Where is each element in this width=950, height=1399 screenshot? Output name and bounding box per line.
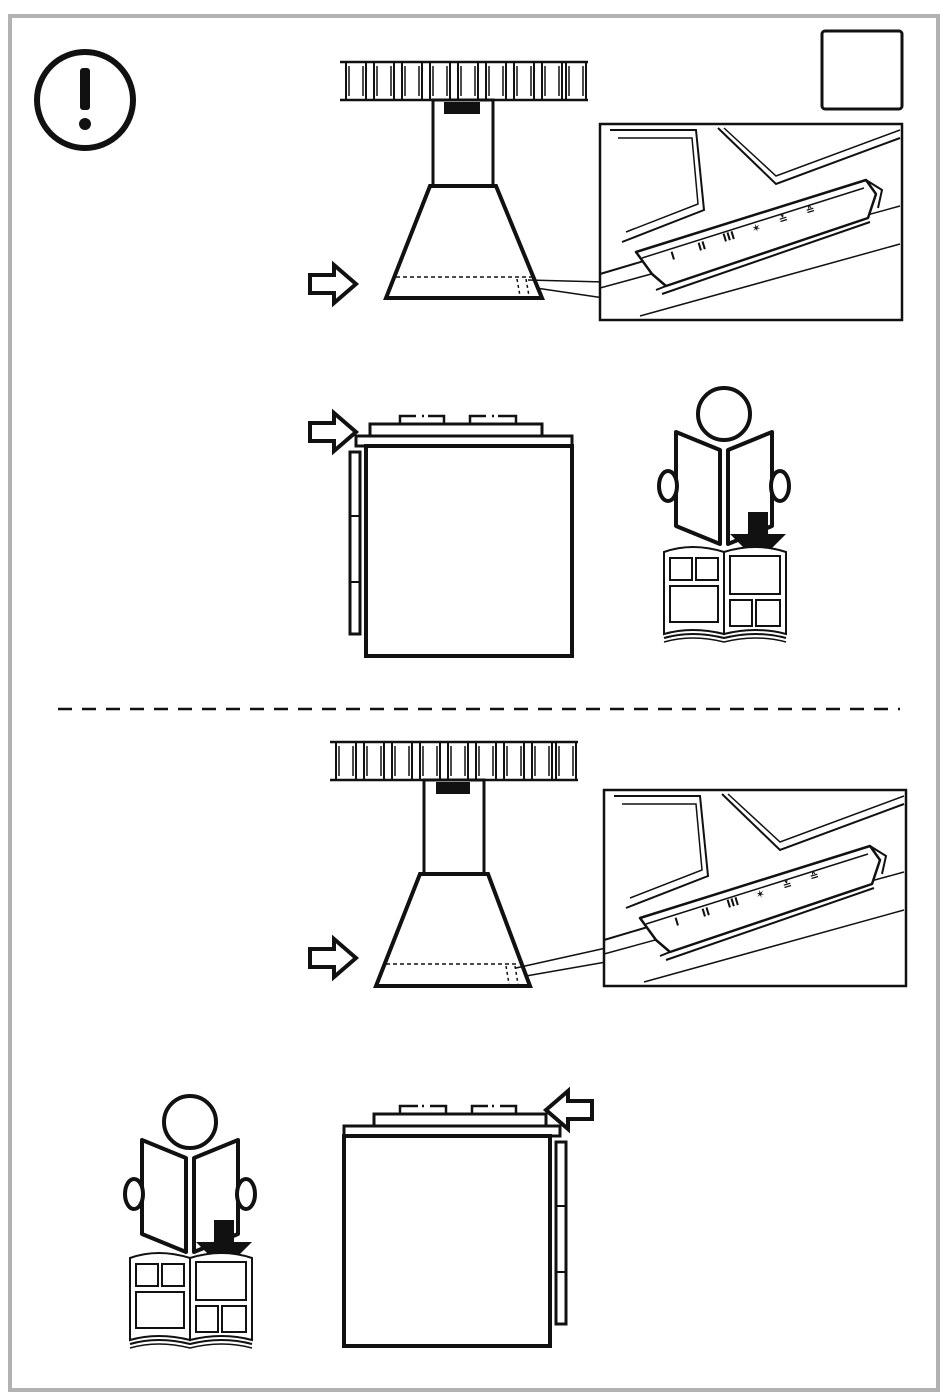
open-book-icon [130,1253,252,1348]
open-book-icon [664,547,786,642]
control-panel-icon: I II III ✶ ≚ ≙ [604,790,906,986]
arrow-right-icon [310,939,356,977]
cooker-icon [350,416,572,656]
hood-chimney-icon [340,62,588,298]
empty-square-box [822,31,902,109]
arrow-right-icon [310,413,356,451]
arrow-right-icon [310,265,356,303]
arrow-left-icon [546,1091,592,1129]
read-manual-icon [659,388,789,562]
cooker-icon [344,1106,566,1346]
control-panel-icon: I II III ✶ ≚ ≙ [600,124,902,320]
hood-chimney-icon [330,742,578,986]
warning-exclamation-icon [37,52,133,148]
read-manual-icon [125,1096,255,1270]
